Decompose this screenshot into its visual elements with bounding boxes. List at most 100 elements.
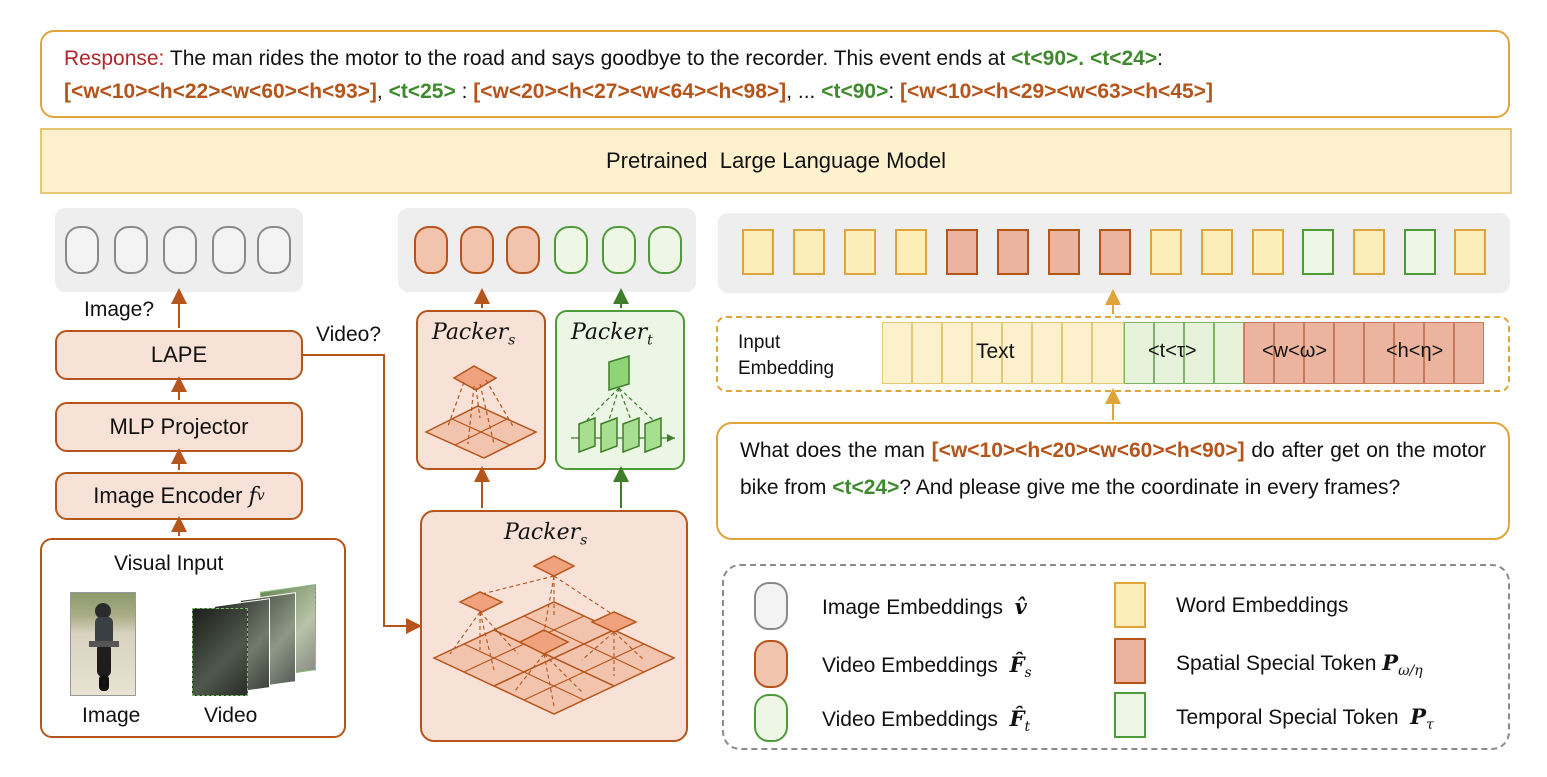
spatial-packer-small-title: Packers [432, 320, 516, 349]
temporal-packer: Packert [555, 310, 685, 470]
lape-label: LAPE [150, 342, 208, 367]
visual-input-box: Visual Input Image Video [40, 538, 346, 738]
text-embedding-cell [912, 322, 942, 384]
spatial-video-embedding-token [506, 226, 540, 274]
response-sep: : [888, 80, 901, 103]
temporal-video-embedding-token [648, 226, 682, 274]
temporal-video-embedding-token [602, 226, 636, 274]
motorbike-icon [89, 603, 119, 691]
text-embedding-cell [1032, 322, 1062, 384]
spatial-token [997, 229, 1029, 275]
response-box2: [<w<20><h<27><w<64><h<98>] [473, 80, 787, 103]
mlp-projector-block: MLP Projector [55, 402, 303, 452]
spatial-token [1099, 229, 1131, 275]
response-text: The man rides the motor to the road and … [164, 47, 1012, 70]
height-segment-label: <h<η> [1386, 340, 1444, 362]
input-embedding-label-line1: Input [738, 332, 781, 353]
question-text: What does the man [740, 439, 932, 462]
video-frame [192, 608, 248, 696]
spatial-video-embedding-token [414, 226, 448, 274]
image-encoder-subscript: v [256, 488, 265, 504]
text-embedding-cell [1002, 322, 1032, 384]
video-caption: Video [204, 704, 258, 727]
legend-video-embedding-s-swatch [754, 640, 788, 688]
text-embedding-cell [882, 322, 912, 384]
legend-spatial-token: Spatial Special Token Pω/η [1176, 650, 1423, 680]
question-text: do after get on the motor bike from [740, 439, 1486, 499]
spatial-embedding-cell [1334, 322, 1364, 384]
word-token [1454, 229, 1486, 275]
legend-image-embedding-swatch [754, 582, 788, 630]
legend-video-embeddings-s: Video Embeddings F̂s [822, 652, 1032, 682]
response-t90: <t<90> [821, 80, 889, 103]
width-segment-label: <w<ω> [1262, 340, 1328, 362]
response-box: Response: The man rides the motor to the… [40, 30, 1510, 118]
spatial-embedding-cell [1274, 322, 1304, 384]
spatial-embedding-cell [1424, 322, 1454, 384]
legend-temporal-token: Temporal Special Token Pτ [1176, 704, 1434, 734]
text-segment-label: Text [976, 340, 1015, 363]
word-token [742, 229, 774, 275]
input-embedding-label-line2: Embedding [738, 358, 835, 379]
llm-block: Pretrained Large Language Model [40, 128, 1512, 194]
legend-word-embeddings: Word Embeddings [1176, 594, 1349, 617]
legend-video-embedding-t-swatch [754, 694, 788, 742]
spatial-embedding-cell [1454, 322, 1484, 384]
text-embedding-cell [972, 322, 1002, 384]
image-embedding-token [114, 226, 148, 274]
image-question-label: Image? [84, 298, 155, 321]
text-embedding-cell [1062, 322, 1092, 384]
word-token [1150, 229, 1182, 275]
temporal-video-embedding-token [554, 226, 588, 274]
video-frames-thumbnail [192, 584, 316, 696]
image-encoder-symbol: f [248, 483, 257, 509]
response-box1: [<w<10><h<22><w<60><h<93>] [64, 80, 377, 103]
image-embeddings-panel [55, 208, 303, 292]
response-label: Response: [64, 47, 165, 70]
question-text: ? And please give me the coordinate in e… [899, 476, 1401, 499]
spatial-embedding-cell [1304, 322, 1334, 384]
temporal-packer-title: Packert [571, 320, 653, 349]
word-token [1201, 229, 1233, 275]
image-embedding-token [257, 226, 291, 274]
temporal-embedding-cell [1154, 322, 1184, 384]
legend-video-embeddings-t: Video Embeddings F̂t [822, 706, 1031, 736]
question-coord-token: [<w<10><h<20><w<60><h<90>] [931, 439, 1245, 462]
question-temporal-token: <t<24> [832, 476, 900, 499]
response-sep: : [455, 80, 474, 103]
spatial-packer-large-diagram [432, 555, 676, 715]
spatial-token [1048, 229, 1080, 275]
spatial-packer-small: Packers [416, 310, 546, 470]
spatial-embedding-cell [1394, 322, 1424, 384]
image-encoder-label: Image Encoder [93, 483, 243, 508]
temporal-embedding-cell [1214, 322, 1244, 384]
word-token [1252, 229, 1284, 275]
text-embedding-cell [1092, 322, 1124, 384]
text-embedding-cell [942, 322, 972, 384]
response-sep: , ... [786, 80, 822, 103]
word-token [793, 229, 825, 275]
lape-block: LAPE [55, 330, 303, 380]
image-embedding-token [65, 226, 99, 274]
image-caption: Image [82, 704, 141, 727]
response-box3: [<w<10><h<29><w<63><h<45>] [900, 80, 1213, 103]
mlp-projector-label: MLP Projector [109, 414, 249, 439]
spatial-packer-large: Packers [420, 510, 688, 742]
spatial-packer-small-diagram [424, 365, 538, 459]
spatial-video-embedding-token [460, 226, 494, 274]
motorbike-image-thumbnail [70, 592, 136, 696]
llm-label: Pretrained Large Language Model [605, 148, 947, 173]
video-embeddings-panel [398, 208, 696, 292]
word-token [1353, 229, 1385, 275]
legend-spatial-token-swatch [1114, 638, 1146, 684]
response-colon: : [1157, 47, 1163, 70]
legend-box: Image Embeddings v̂ Video Embeddings F̂s… [722, 564, 1510, 750]
legend-image-embeddings: Image Embeddings v̂ [822, 594, 1027, 619]
spatial-packer-large-title: Packers [504, 520, 588, 549]
spatial-token [946, 229, 978, 275]
video-question-label: Video? [316, 323, 382, 346]
spatial-embedding-cell [1364, 322, 1394, 384]
response-t90-end: <t<90>. [1011, 47, 1085, 70]
word-token [895, 229, 927, 275]
